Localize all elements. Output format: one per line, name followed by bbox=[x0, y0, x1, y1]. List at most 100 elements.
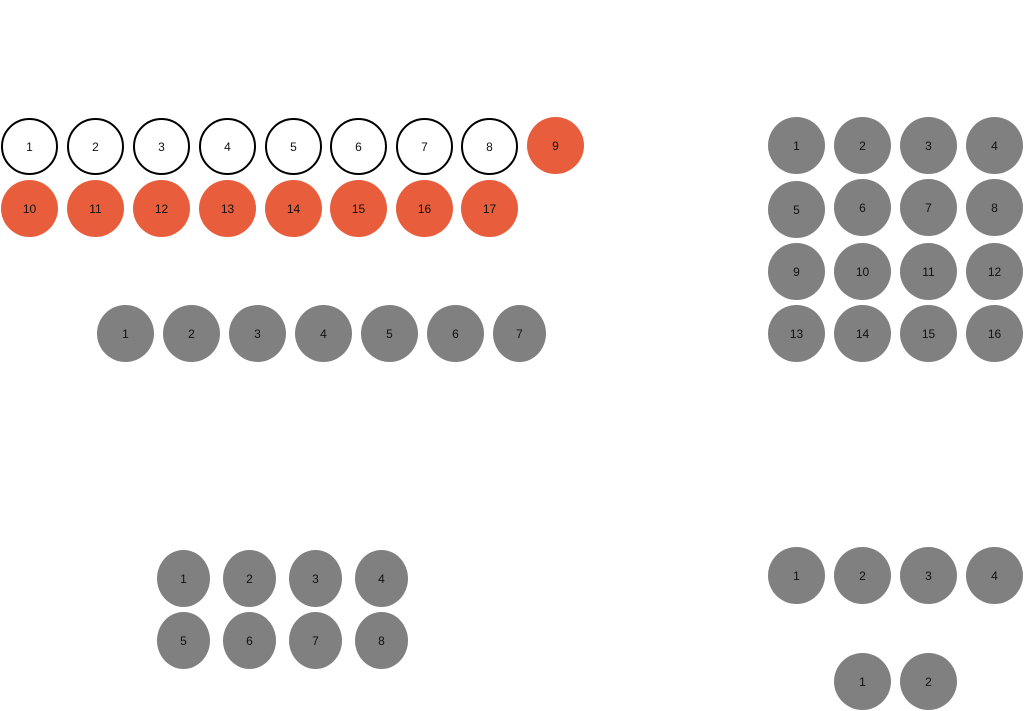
gray-circle: 2 bbox=[163, 305, 220, 362]
circle-label: 7 bbox=[312, 633, 319, 648]
circle-label: 2 bbox=[246, 571, 253, 586]
outline-circle: 2 bbox=[67, 118, 124, 175]
circle-label: 1 bbox=[859, 674, 866, 689]
gray-circle: 3 bbox=[289, 550, 342, 607]
gray-circle: 2 bbox=[834, 547, 891, 604]
gray-circle: 15 bbox=[900, 305, 957, 362]
gray-circle: 3 bbox=[900, 547, 957, 604]
gray-circle: 5 bbox=[768, 181, 825, 238]
circle-label: 8 bbox=[991, 200, 998, 215]
circle-label: 4 bbox=[320, 326, 327, 341]
accent-circle: 13 bbox=[199, 180, 256, 237]
circle-label: 5 bbox=[793, 202, 800, 217]
gray-circle: 14 bbox=[834, 305, 891, 362]
accent-circle: 10 bbox=[1, 180, 58, 237]
gray-circle: 4 bbox=[966, 547, 1023, 604]
circle-label: 7 bbox=[925, 200, 932, 215]
gray-circle: 5 bbox=[157, 612, 210, 669]
circle-label: 15 bbox=[921, 326, 936, 341]
circle-label: 5 bbox=[180, 633, 187, 648]
gray-circle: 4 bbox=[295, 305, 352, 362]
circle-label: 3 bbox=[312, 571, 319, 586]
gray-circle: 3 bbox=[900, 117, 957, 174]
circle-label: 6 bbox=[859, 200, 866, 215]
accent-circle: 14 bbox=[265, 180, 322, 237]
circle-label: 1 bbox=[793, 568, 800, 583]
circle-label: 2 bbox=[92, 139, 99, 154]
circle-label: 5 bbox=[290, 139, 297, 154]
gray-circle: 1 bbox=[97, 305, 154, 362]
circle-label: 2 bbox=[859, 138, 866, 153]
outline-circle: 1 bbox=[1, 118, 58, 175]
gray-circle: 2 bbox=[223, 550, 276, 607]
circle-label: 4 bbox=[991, 138, 998, 153]
circle-label: 6 bbox=[452, 326, 459, 341]
circle-label: 4 bbox=[224, 139, 231, 154]
circle-label: 15 bbox=[351, 201, 366, 216]
circle-label: 1 bbox=[122, 326, 129, 341]
gray-circle: 11 bbox=[900, 243, 957, 300]
circle-label: 3 bbox=[925, 138, 932, 153]
gray-circle: 13 bbox=[768, 305, 825, 362]
circle-label: 3 bbox=[158, 139, 165, 154]
gray-circle: 4 bbox=[355, 550, 408, 607]
circle-label: 11 bbox=[89, 201, 102, 216]
gray-circle: 7 bbox=[493, 305, 546, 362]
circle-label: 7 bbox=[516, 326, 523, 341]
circle-label: 2 bbox=[859, 568, 866, 583]
circle-label: 10 bbox=[22, 201, 37, 216]
circle-label: 4 bbox=[991, 568, 998, 583]
circle-label: 17 bbox=[482, 201, 497, 216]
gray-circle: 8 bbox=[966, 179, 1023, 236]
gray-circle: 2 bbox=[900, 653, 957, 710]
circle-label: 3 bbox=[925, 568, 932, 583]
outline-circle: 7 bbox=[396, 118, 453, 175]
accent-circle: 9 bbox=[527, 117, 584, 174]
gray-circle: 6 bbox=[834, 179, 891, 236]
circle-label: 2 bbox=[188, 326, 195, 341]
gray-circle: 12 bbox=[966, 243, 1023, 300]
circle-label: 8 bbox=[486, 139, 493, 154]
gray-circle: 8 bbox=[355, 612, 408, 669]
accent-circle: 15 bbox=[330, 180, 387, 237]
gray-circle: 7 bbox=[900, 179, 957, 236]
circle-label: 11 bbox=[922, 264, 935, 279]
gray-circle: 3 bbox=[229, 305, 286, 362]
circle-label: 10 bbox=[855, 264, 870, 279]
gray-circle: 2 bbox=[834, 117, 891, 174]
accent-circle: 11 bbox=[67, 180, 124, 237]
outline-circle: 4 bbox=[199, 118, 256, 175]
accent-circle: 12 bbox=[133, 180, 190, 237]
gray-circle: 9 bbox=[768, 243, 825, 300]
circle-label: 9 bbox=[793, 264, 800, 279]
outline-circle: 6 bbox=[330, 118, 387, 175]
circle-label: 13 bbox=[789, 326, 804, 341]
gray-circle: 5 bbox=[361, 305, 418, 362]
circle-label: 9 bbox=[552, 138, 559, 153]
circle-label: 4 bbox=[378, 571, 385, 586]
circle-label: 14 bbox=[286, 201, 301, 216]
gray-circle: 6 bbox=[223, 612, 276, 669]
outline-circle: 8 bbox=[461, 118, 518, 175]
circle-label: 12 bbox=[154, 201, 169, 216]
gray-circle: 1 bbox=[768, 547, 825, 604]
circle-label: 1 bbox=[180, 571, 187, 586]
gray-circle: 6 bbox=[427, 305, 484, 362]
gray-circle: 1 bbox=[157, 550, 210, 607]
circle-label: 6 bbox=[246, 633, 253, 648]
gray-circle: 1 bbox=[834, 653, 891, 710]
circle-label: 3 bbox=[254, 326, 261, 341]
gray-circle: 1 bbox=[768, 117, 825, 174]
circle-label: 16 bbox=[987, 326, 1002, 341]
circle-label: 16 bbox=[417, 201, 432, 216]
accent-circle: 16 bbox=[396, 180, 453, 237]
circle-label: 12 bbox=[987, 264, 1002, 279]
circle-label: 13 bbox=[220, 201, 235, 216]
circle-label: 6 bbox=[355, 139, 362, 154]
circle-label: 14 bbox=[855, 326, 870, 341]
